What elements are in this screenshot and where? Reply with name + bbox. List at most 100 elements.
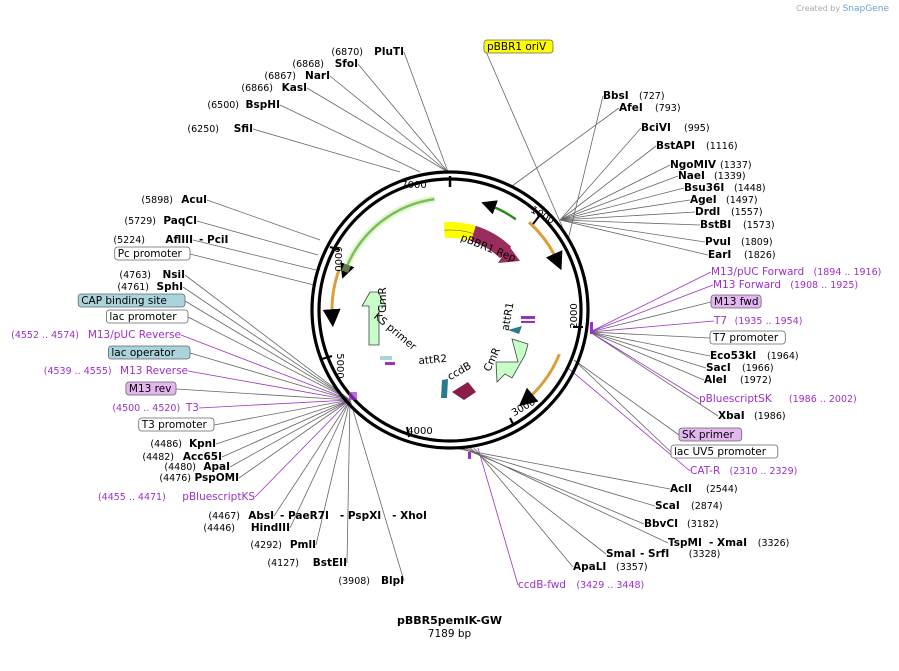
enzyme-position: (4476) xyxy=(159,473,191,484)
primer-position: (1894 .. 1916) xyxy=(814,267,882,278)
label-text: lac UV5 promoter xyxy=(674,446,767,458)
enzyme-position: (4127) xyxy=(267,558,299,569)
primer-position: (1908 .. 1925) xyxy=(790,280,858,291)
enzyme-position: (1964) xyxy=(767,351,799,362)
enzyme-name: AcuI xyxy=(181,194,207,206)
label-m13-forward: M13 Forward(1908 .. 1925) xyxy=(713,279,858,291)
credit-label: Created by SnapGene xyxy=(796,4,889,14)
label-pc-promoter: Pc promoter xyxy=(114,246,191,261)
label-text: M13 fwd xyxy=(714,296,759,308)
leader-apali xyxy=(473,447,574,568)
enzyme-position: (1557) xyxy=(731,207,763,218)
leader-lines xyxy=(175,46,719,586)
label-box xyxy=(125,381,177,396)
label-acui: AcuI(5898) xyxy=(141,194,207,206)
leader-pluti xyxy=(403,51,449,173)
primer-label: T3 xyxy=(185,402,199,414)
label-lac-operator: lac operator xyxy=(108,345,191,360)
plasmid-name: pBBR5pemIK-GW xyxy=(397,614,502,627)
label-bstbi: BstBI(1573) xyxy=(700,219,775,231)
attr1-primer-bars xyxy=(521,316,535,319)
enzyme-position: (793) xyxy=(655,103,681,114)
enzyme-name: DrdI xyxy=(695,206,720,218)
leader-scai xyxy=(457,447,656,507)
gmr-label: GmR xyxy=(377,287,389,313)
leader-bsu36i xyxy=(559,187,685,221)
leader-absi xyxy=(273,399,351,517)
enzyme-name: AfeI xyxy=(619,102,643,114)
enzyme-position: (995) xyxy=(684,123,710,134)
enzyme-position: (5729) xyxy=(124,216,156,227)
label-nari: NarI(6867) xyxy=(264,70,330,82)
label-acc65i: Acc65I(4482) xyxy=(142,451,222,463)
label-bsteii: BstEII(4127) xyxy=(267,557,347,569)
enzyme-position: (5224) xyxy=(113,235,145,246)
leader-t7-promoter xyxy=(589,331,711,339)
enzyme-name: EarI xyxy=(708,249,731,261)
label-text: T3 promoter xyxy=(141,419,208,431)
enzyme-position: (6866) xyxy=(241,83,273,94)
label-acli: AclI(2544) xyxy=(670,483,738,495)
label-afei: AfeI (793) xyxy=(619,102,681,114)
enzyme-name: BciVI xyxy=(641,122,671,134)
attr2-label: attR2 xyxy=(418,353,448,367)
tick-mark xyxy=(532,214,541,225)
label-kasi: KasI(6866) xyxy=(241,82,307,94)
label-box xyxy=(709,330,786,345)
leader-eco53ki xyxy=(589,331,711,357)
mcs-right-marker xyxy=(590,322,593,334)
enzyme-name: KpnI xyxy=(189,438,216,450)
label-text: M13 rev xyxy=(129,383,172,395)
label-pbluescriptks: pBluescriptKS(4455 .. 4471) xyxy=(98,491,255,503)
primer-position: (2310 .. 2329) xyxy=(730,466,798,477)
enzyme-position: (1497) xyxy=(726,195,758,206)
ccdb-arrow xyxy=(452,382,476,400)
leader-m13-fwd xyxy=(589,301,712,333)
lac-mini-box xyxy=(380,356,392,360)
leader-m13-forward xyxy=(589,284,714,333)
leader-pspomi xyxy=(238,399,351,479)
tick-mark xyxy=(406,426,410,438)
leader-kasi xyxy=(306,87,449,173)
enzyme-name: BlpI xyxy=(381,575,404,587)
attr2-mark xyxy=(441,379,448,398)
enzyme-position: (4486) xyxy=(150,439,182,450)
label-m13-puc-reverse: M13/pUC Reverse(4552 .. 4574) xyxy=(11,329,181,341)
label-box xyxy=(138,417,215,432)
label-apali: ApaLI(3357) xyxy=(573,561,648,573)
enzyme-name: BbsI xyxy=(603,90,629,102)
label-pspomi: PspOMI(4476) xyxy=(159,472,239,484)
leader-m13-puc-forward xyxy=(589,271,712,333)
ccdb-label: ccdB xyxy=(445,360,473,383)
enzyme-position: (4482) xyxy=(142,452,174,463)
leader-sfoi xyxy=(357,63,449,173)
leader-pmli xyxy=(315,399,351,546)
leader-lac-promoter xyxy=(187,316,351,401)
promoter-arrow-1 xyxy=(527,221,563,271)
enzyme-name: BspHI xyxy=(246,99,280,111)
tick-mark xyxy=(321,355,333,360)
leader-bstbi xyxy=(559,219,701,226)
backbone-outer xyxy=(310,170,590,450)
label-xbai: XbaI(1986) xyxy=(718,410,786,422)
leader-pvui xyxy=(559,219,706,243)
label-text: T7 promoter xyxy=(712,332,779,344)
label-box xyxy=(114,246,191,261)
enzyme-name: AclI xyxy=(670,483,692,495)
primer-label: M13 Reverse xyxy=(120,365,188,377)
primer-label: M13/pUC Forward xyxy=(711,266,804,278)
label-paqci: PaqCI(5729) xyxy=(124,215,197,227)
label-cat-r: CAT-R(2310 .. 2329) xyxy=(690,465,797,477)
label-pvui: PvuI(1809) xyxy=(705,236,773,248)
enzyme-name: BbvCI xyxy=(644,518,678,530)
label-box xyxy=(678,427,743,442)
label-sphi: SphI(4761) xyxy=(117,281,183,293)
enzyme-position: (4480) xyxy=(164,462,196,473)
leader-m13-rev xyxy=(175,388,351,401)
leader-afei xyxy=(511,107,620,187)
enzyme-position: (6250) xyxy=(187,124,219,135)
label-apai: ApaI(4480) xyxy=(164,461,230,473)
